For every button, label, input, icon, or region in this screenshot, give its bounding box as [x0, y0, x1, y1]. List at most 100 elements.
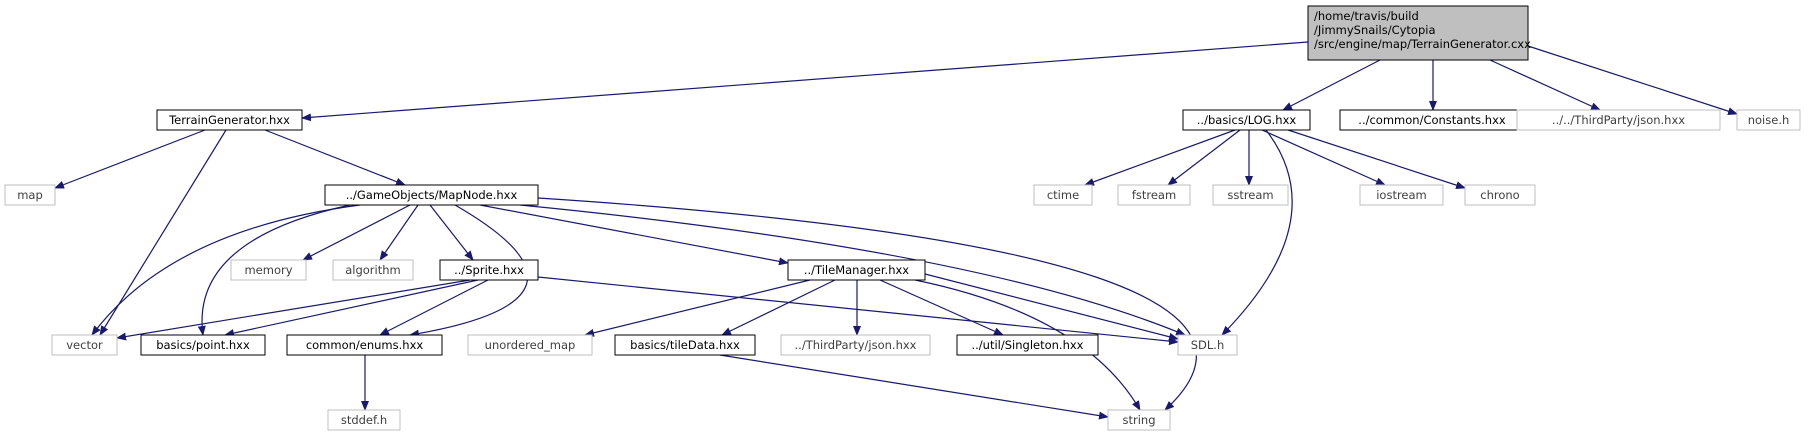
node-label: chrono	[1480, 188, 1519, 202]
node-sstream: sstream	[1212, 184, 1289, 206]
node-label: ../Sprite.hxx	[454, 263, 524, 277]
node-box	[4, 184, 56, 206]
node-box	[956, 334, 1099, 356]
node-label: memory	[244, 263, 292, 277]
node-label: common/enums.hxx	[306, 338, 424, 352]
edge-tilemanager_hxx-to-sdl_h	[924, 273, 1179, 341]
node-constants_hxx[interactable]: ../common/Constants.hxx	[1339, 109, 1525, 131]
node-ctime: ctime	[1033, 184, 1093, 206]
edge-tilemanager_hxx-to-singleton_hxx	[879, 279, 1004, 336]
node-map: map	[4, 184, 56, 206]
node-label: unordered_map	[485, 338, 576, 352]
edge-tilemanager_hxx-to-string	[914, 279, 1141, 411]
node-box	[787, 259, 926, 281]
edge-mapnode_hxx-to-sprite_hxx	[429, 204, 474, 261]
node-label: ctime	[1047, 188, 1079, 202]
node-box	[1736, 109, 1801, 131]
node-box	[1177, 334, 1238, 356]
node-label: ../../ThirdParty/json.hxx	[1552, 113, 1685, 127]
node-box	[1212, 184, 1289, 206]
node-label: basics/tileData.hxx	[630, 338, 740, 352]
node-point_hxx[interactable]: basics/point.hxx	[140, 334, 266, 356]
node-box	[156, 109, 303, 131]
node-sdl_h: SDL.h	[1177, 334, 1238, 356]
node-stddef_h: stddef.h	[327, 409, 401, 431]
node-label: /src/engine/map/TerrainGenerator.cxx	[1314, 37, 1531, 51]
node-box	[1107, 409, 1171, 431]
node-label: SDL.h	[1191, 338, 1225, 352]
edge-log_hxx-to-fstream	[1167, 129, 1241, 186]
node-label: /JimmySnails/Cytopia	[1314, 23, 1436, 37]
node-memory: memory	[230, 259, 307, 281]
node-mapnode_hxx[interactable]: ../GameObjects/MapNode.hxx	[324, 184, 539, 206]
node-box	[467, 334, 593, 356]
edge-sprite_hxx-to-sdl_h	[537, 276, 1179, 346]
node-box	[51, 334, 118, 356]
node-box	[286, 334, 443, 356]
node-box	[1182, 109, 1311, 131]
edge-mapnode_hxx-to-string	[537, 197, 1197, 411]
edge-log_hxx-to-sdl_h	[1221, 129, 1293, 336]
edge-terrain_hxx-to-vector	[99, 129, 227, 336]
node-tiledata_hxx[interactable]: basics/tileData.hxx	[614, 334, 756, 356]
edge-root-to-json_root	[1489, 59, 1601, 111]
node-box	[1117, 184, 1191, 206]
node-label: map	[17, 188, 43, 202]
node-terrain_hxx[interactable]: TerrainGenerator.hxx	[156, 109, 303, 131]
node-label: ../ThirdParty/json.hxx	[795, 338, 917, 352]
node-algorithm: algorithm	[332, 259, 414, 281]
node-box	[324, 184, 539, 206]
node-log_hxx[interactable]: ../basics/LOG.hxx	[1182, 109, 1311, 131]
node-singleton_hxx[interactable]: ../util/Singleton.hxx	[956, 334, 1099, 356]
edge-tilemanager_hxx-to-tiledata_hxx	[721, 279, 836, 336]
node-json_root: ../../ThirdParty/json.hxx	[1516, 109, 1721, 131]
node-noise_h: noise.h	[1736, 109, 1801, 131]
node-label: algorithm	[345, 263, 401, 277]
node-label: iostream	[1376, 188, 1427, 202]
node-box	[327, 409, 401, 431]
node-label: ../TileManager.hxx	[804, 263, 909, 277]
edge-root-to-log_hxx	[1282, 59, 1381, 111]
node-label: noise.h	[1748, 113, 1790, 127]
node-box	[140, 334, 266, 356]
edge-mapnode_hxx-to-algorithm	[379, 204, 419, 261]
node-label: sstream	[1227, 188, 1273, 202]
node-label: fstream	[1132, 188, 1176, 202]
edge-log_hxx-to-chrono	[1287, 129, 1466, 189]
edge-root-to-terrain_hxx	[301, 41, 1309, 122]
edge-mapnode_hxx-to-enums_hxx	[409, 204, 529, 338]
node-box	[614, 334, 756, 356]
node-label: /home/travis/build	[1314, 9, 1419, 23]
edge-sprite_hxx-to-point_hxx	[224, 279, 479, 337]
edge-mapnode_hxx-to-point_hxx	[197, 204, 351, 336]
edge-tiledata_hxx-to-string	[719, 354, 1109, 420]
edge-log_hxx-to-ctime	[1084, 129, 1236, 186]
node-label: stddef.h	[341, 413, 387, 427]
node-json_tm: ../ThirdParty/json.hxx	[780, 334, 931, 356]
node-enums_hxx[interactable]: common/enums.hxx	[286, 334, 443, 356]
node-box	[780, 334, 931, 356]
node-label: vector	[66, 338, 103, 352]
edge-mapnode_hxx-to-tilemanager_hxx	[479, 204, 789, 266]
node-vector: vector	[51, 334, 118, 356]
node-box	[1516, 109, 1721, 131]
node-box	[1359, 184, 1444, 206]
node-box	[439, 259, 539, 281]
node-fstream: fstream	[1117, 184, 1191, 206]
edge-log_hxx-to-iostream	[1261, 129, 1386, 186]
node-box	[332, 259, 414, 281]
edge-tilemanager_hxx-to-unordered_map	[584, 279, 811, 337]
node-sprite_hxx[interactable]: ../Sprite.hxx	[439, 259, 539, 281]
edge-mapnode_hxx-to-vector	[91, 204, 361, 336]
node-box	[230, 259, 307, 281]
node-tilemanager_hxx[interactable]: ../TileManager.hxx	[787, 259, 926, 281]
edge-mapnode_hxx-to-memory	[302, 204, 411, 261]
node-label: ../GameObjects/MapNode.hxx	[346, 188, 518, 202]
nodes-layer: /home/travis/build/JimmySnails/Cytopia/s…	[4, 5, 1801, 431]
node-root[interactable]: /home/travis/build/JimmySnails/Cytopia/s…	[1307, 5, 1531, 61]
node-iostream: iostream	[1359, 184, 1444, 206]
edge-sprite_hxx-to-vector	[116, 279, 471, 341]
edge-root-to-noise_h	[1527, 45, 1738, 116]
node-box	[1307, 5, 1529, 61]
